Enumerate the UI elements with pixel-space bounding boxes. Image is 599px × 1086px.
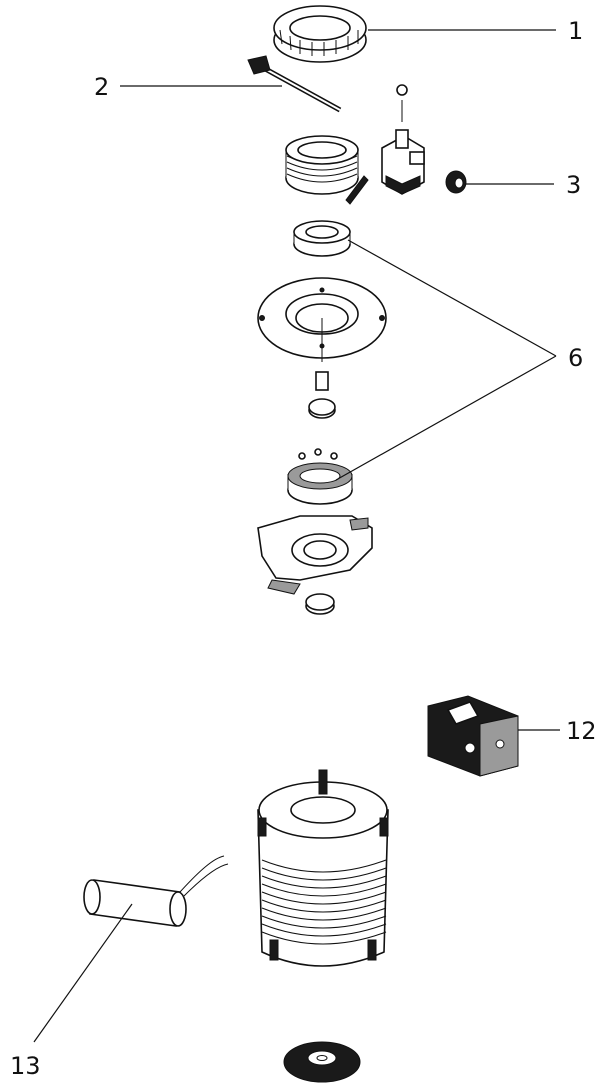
callout-3: 3 xyxy=(566,171,581,199)
part-small-nut xyxy=(445,170,467,194)
part-mounting-plate xyxy=(257,277,387,419)
part-motor xyxy=(257,769,389,967)
part-brush xyxy=(247,55,342,113)
part-rotor-fan xyxy=(283,1041,361,1083)
callout-1: 1 xyxy=(568,17,583,45)
part-capacitor xyxy=(83,855,229,927)
part-switch-block xyxy=(427,695,519,777)
callout-6: 6 xyxy=(568,344,583,372)
part-lower-burr xyxy=(287,448,353,505)
part-burr-carrier xyxy=(257,515,373,615)
leader-13 xyxy=(33,903,133,1043)
part-upper-burr xyxy=(293,220,351,257)
leader-6-lower xyxy=(335,355,557,481)
callout-12: 12 xyxy=(566,717,597,745)
callout-2: 2 xyxy=(94,73,109,101)
leader-lines xyxy=(33,29,560,1043)
part-ring-gear xyxy=(273,5,367,63)
callout-13: 13 xyxy=(10,1052,41,1080)
leader-6-upper xyxy=(347,239,557,357)
part-holder-bracket xyxy=(381,84,425,195)
part-threaded-ring xyxy=(285,135,369,205)
